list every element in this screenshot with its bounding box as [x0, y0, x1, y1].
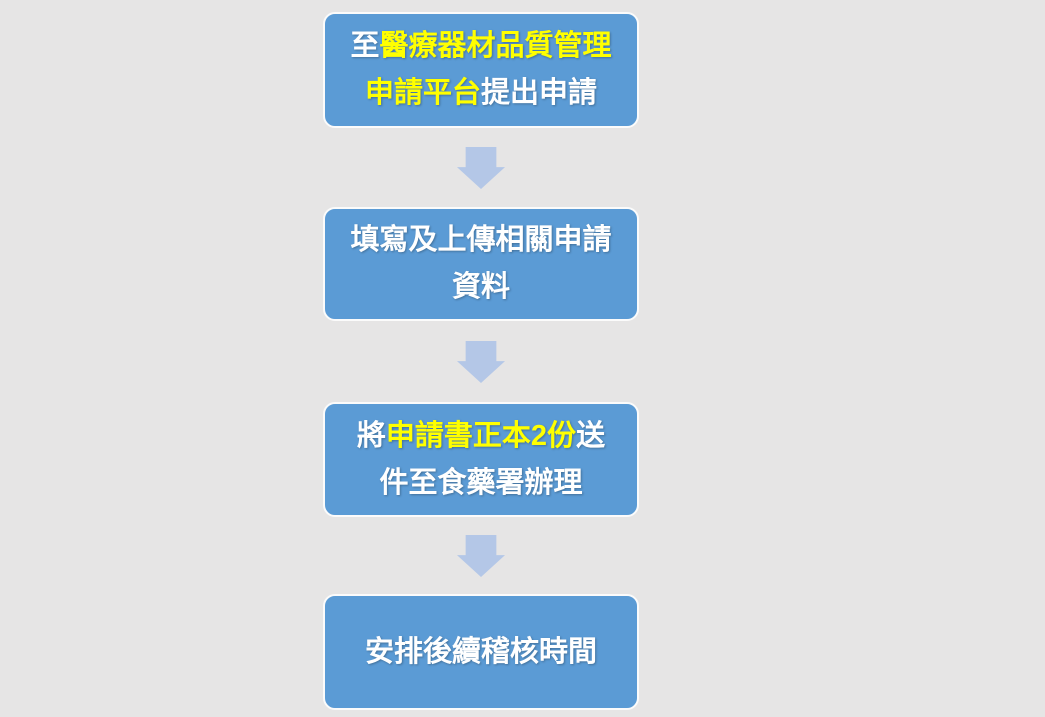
flow-step-1: 至醫療器材品質管理申請平台提出申請: [323, 12, 639, 128]
flow-step-1-segment-plain: 提出申請: [481, 77, 598, 109]
down-arrow-icon: [457, 147, 505, 189]
flow-step-2-segment-plain: 填寫及上傳相關申請資料: [350, 224, 612, 303]
flow-step-4-segment-plain: 安排後續稽核時間: [364, 635, 597, 668]
flow-step-2: 填寫及上傳相關申請資料: [323, 207, 639, 321]
flow-step-1-segment-plain: 至: [350, 30, 380, 62]
flow-step-3-segment-plain: 將: [356, 419, 386, 452]
down-arrow-icon: [457, 535, 505, 577]
flow-step-1-text: 至醫療器材品質管理申請平台提出申請: [347, 23, 615, 117]
flow-step-3-text: 將申請書正本2份送件至食藥署辦理: [347, 413, 615, 507]
flow-step-3-segment-plain: 送件至食藥署辦理: [379, 419, 606, 499]
flow-step-4-text: 安排後續稽核時間: [365, 629, 597, 676]
down-arrow-icon: [457, 341, 505, 383]
flow-step-3: 將申請書正本2份送件至食藥署辦理: [323, 402, 639, 517]
flow-step-4: 安排後續稽核時間: [323, 594, 639, 710]
flow-step-1-segment-highlight: 醫療器材品質管理申請平台: [364, 30, 612, 109]
flow-step-2-text: 填寫及上傳相關申請資料: [347, 217, 615, 311]
flow-step-3-segment-highlight: 申請書正本2份: [385, 419, 577, 452]
